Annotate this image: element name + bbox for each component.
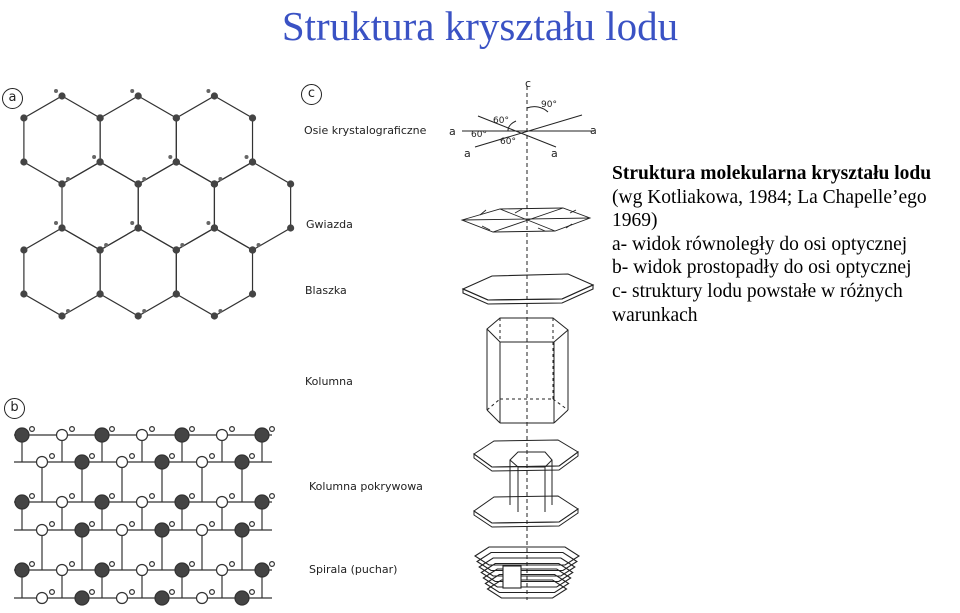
hex-lattice-view-a — [20, 89, 295, 320]
lattice-view-b — [14, 426, 276, 606]
crystallographic-axes-drawing — [462, 86, 594, 600]
slide-title: Struktura kryształu lodu — [281, 3, 679, 49]
angle-label-60a: 60° — [493, 116, 509, 126]
caption-item-c: c- struktury lodu powstałe w różnych war… — [612, 280, 903, 326]
angle-label-60b: 60° — [471, 130, 487, 140]
angle-label-60c: 60° — [500, 137, 516, 147]
label-blaszka: Blaszka — [305, 284, 347, 297]
plate-crystal-drawing — [461, 273, 595, 305]
axis-label-a1: a — [449, 125, 456, 138]
column-crystal-drawing — [486, 317, 569, 424]
label-spirala: Spirala (puchar) — [309, 563, 398, 576]
caption-source: (wg Kotliakowa, 1984; La Chapelle’ego 19… — [612, 186, 927, 232]
label-kolumna-pokrywowa: Kolumna pokrywowa — [309, 480, 423, 493]
spiral-crystal-drawing — [473, 546, 581, 599]
caption-item-a: a- widok równoległy do osi optycznej — [612, 233, 908, 255]
panel-label-a: a — [2, 88, 23, 109]
label-gwiazda: Gwiazda — [306, 218, 353, 231]
panel-label-b: b — [4, 398, 25, 419]
panel-label-c: c — [301, 84, 322, 105]
label-kolumna: Kolumna — [305, 375, 353, 388]
figure-caption: Struktura molekularna kryształu lodu (wg… — [612, 162, 957, 327]
star-crystal-drawing — [460, 207, 592, 233]
angle-label-90: 90° — [541, 100, 557, 110]
axis-label-a3: a — [551, 147, 558, 160]
caption-item-b: b- widok prostopadły do osi optycznej — [612, 257, 912, 279]
capped-column-crystal-drawing — [473, 439, 579, 528]
caption-bold: Struktura molekularna kryształu lodu — [612, 163, 932, 184]
axis-label-a2: a — [464, 147, 471, 160]
axis-label-c: c — [525, 77, 532, 90]
label-osie: Osie krystalograficzne — [304, 124, 427, 137]
